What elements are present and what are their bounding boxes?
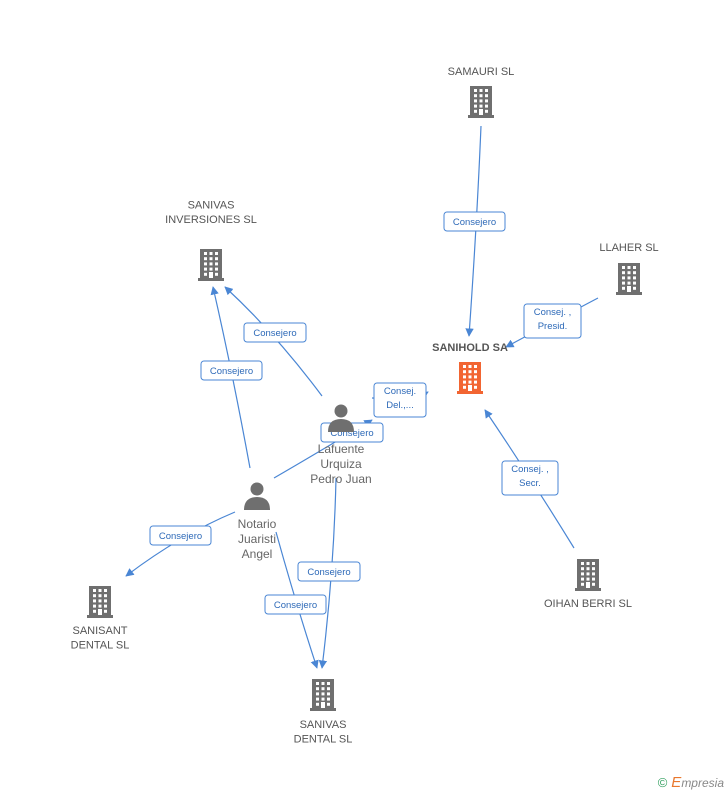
- edge-label-text: Consejero: [253, 328, 296, 339]
- node-label: SANIVAS: [300, 719, 347, 731]
- edge-label[interactable]: Consej. , Presid.: [523, 303, 582, 339]
- edge-label-box: [264, 594, 327, 615]
- building-icon: [468, 86, 494, 118]
- edge-label-text: Consejero: [210, 366, 253, 377]
- node-label: SANISANT: [72, 625, 127, 637]
- node-label: SANIVAS: [188, 200, 235, 212]
- edge-label[interactable]: Consejero: [200, 360, 263, 381]
- edge-notario-to-sanisant: Consejero: [125, 511, 236, 577]
- edge-label-box: [373, 382, 427, 418]
- building-icon: [198, 249, 224, 281]
- edge-label-text: Consej. ,: [534, 307, 572, 318]
- edge-notario-to-sanivas_dental: Consejero: [264, 531, 327, 669]
- node-label: INVERSIONES SL: [165, 214, 257, 226]
- edge-label-text: Consej. ,: [511, 464, 549, 475]
- node-label: Juaristi: [238, 532, 276, 546]
- edge-llaher-to-sanihold: Consej. , Presid.: [505, 297, 599, 348]
- edge-label[interactable]: Consejero: [264, 594, 327, 615]
- edge-label-text: Consejero: [453, 217, 496, 228]
- node-label: SAMAURI SL: [448, 66, 515, 78]
- building-icon: [457, 362, 483, 394]
- edge-label-text: Consejero: [307, 567, 350, 578]
- edge-label-box: [149, 525, 212, 546]
- edge-label[interactable]: Consejero: [443, 211, 506, 232]
- edge-label[interactable]: Consejero: [243, 322, 307, 343]
- edge-label[interactable]: Consej. , Secr.: [501, 460, 559, 496]
- edge-label-box: [443, 211, 506, 232]
- edge-label-box: [501, 460, 559, 496]
- node-label: Angel: [242, 547, 273, 561]
- node-label: Notario: [238, 517, 277, 531]
- edge-label-text: Consejero: [330, 428, 373, 439]
- person-icon: [244, 482, 270, 510]
- edge-lafuente-to-sanihold: Consej. Del.,...: [371, 382, 429, 418]
- node-oihan[interactable]: OIHAN BERRI SL: [544, 559, 632, 610]
- node-label: Lafuente: [318, 442, 365, 456]
- building-icon: [310, 679, 336, 711]
- edge-label[interactable]: Consejero: [297, 561, 361, 582]
- watermark: © Empresia: [658, 774, 724, 791]
- node-samauri[interactable]: SAMAURI SL: [448, 66, 515, 118]
- edge-samauri-to-sanihold: Consejero: [443, 125, 506, 337]
- edge-label-text: Del.,...: [386, 400, 413, 411]
- edge-oihan-to-sanihold: Consej. , Secr.: [484, 409, 575, 549]
- building-icon: [87, 586, 113, 618]
- node-llaher[interactable]: LLAHER SL: [599, 242, 659, 295]
- brand-logo: Empresia: [671, 774, 724, 791]
- building-icon: [616, 263, 642, 295]
- edge-label-text: Consejero: [159, 531, 202, 542]
- node-sanivas-inv[interactable]: SANIVAS INVERSIONES SL: [165, 200, 257, 282]
- edge-label-box: [200, 360, 263, 381]
- edge-lafuente-to-sanivas_inv: Consejero: [224, 286, 323, 397]
- edge-label-box: [297, 561, 361, 582]
- node-sanihold[interactable]: SANIHOLD SA: [432, 342, 508, 394]
- person-icon: [328, 404, 354, 432]
- building-icon: [575, 559, 601, 591]
- nodes-layer: SAMAURI SL LLAHER SL SANIHOLD SA SANIVAS INV…: [71, 66, 659, 746]
- node-label: Pedro Juan: [310, 472, 371, 486]
- copyright-icon: ©: [657, 775, 668, 790]
- edge-label[interactable]: Consejero: [149, 525, 212, 546]
- node-label: DENTAL SL: [71, 640, 130, 652]
- edge-lafuente-to-sanivas_dental: Consejero: [297, 477, 361, 669]
- edge-label-box: [243, 322, 307, 343]
- edge-label-text: Consej.: [384, 386, 416, 397]
- edge-label-box: [523, 303, 582, 339]
- edge-label-text: Consejero: [274, 600, 317, 611]
- node-label: DENTAL SL: [294, 734, 353, 746]
- node-sanisant[interactable]: SANISANT DENTAL SL: [71, 586, 130, 652]
- node-label: OIHAN BERRI SL: [544, 598, 632, 610]
- node-label: SANIHOLD SA: [432, 342, 508, 354]
- node-label: Urquiza: [320, 457, 362, 471]
- edge-notario-to-sanivas_inv: Consejero: [200, 286, 263, 469]
- edge-label[interactable]: Consej. Del.,...: [373, 382, 427, 418]
- edge-label-text: Presid.: [538, 321, 568, 332]
- node-label: LLAHER SL: [599, 242, 658, 254]
- node-sanivas-dental[interactable]: SANIVAS DENTAL SL: [294, 679, 353, 746]
- edge-label-text: Secr.: [519, 478, 541, 489]
